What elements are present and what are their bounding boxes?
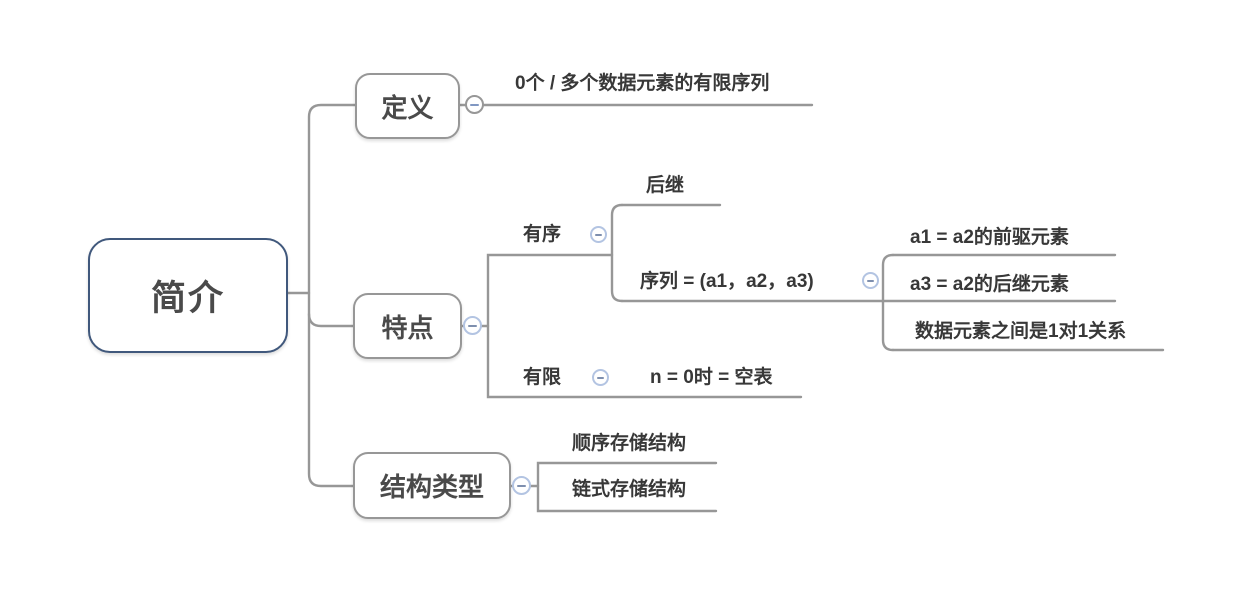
node-finite[interactable]: 有限 [523,367,562,388]
minus-icon [468,324,477,327]
node-definition-child[interactable]: 0个 / 多个数据元素的有限序列 [515,73,770,94]
node-linked-storage[interactable]: 链式存储结构 [572,479,687,500]
node-definition[interactable]: 定义 [355,73,460,139]
node-sequential-storage[interactable]: 顺序存储结构 [572,433,687,454]
spine-ordered [610,203,624,303]
node-features[interactable]: 特点 [353,293,462,359]
node-ordered[interactable]: 有序 [523,224,562,245]
collapse-icon-features[interactable] [463,316,482,335]
link-trunk-features [307,312,355,328]
minus-icon [596,376,605,379]
node-a3-successor[interactable]: a3 = a2的后继元素 [910,274,1069,295]
minus-icon [866,279,875,282]
minus-icon [517,484,526,487]
node-sequence[interactable]: 序列 = (a1，a2，a3) [640,271,814,292]
node-structure-types[interactable]: 结构类型 [353,452,511,519]
node-root-intro[interactable]: 简介 [88,238,288,353]
node-successor[interactable]: 后继 [646,175,685,196]
spine-structure [536,461,718,513]
collapse-icon-sequence[interactable] [862,272,879,289]
collapse-icon-ordered[interactable] [590,226,607,243]
node-one-to-one-relation[interactable]: 数据元素之间是1对1关系 [915,321,1127,342]
spine-features [486,253,803,399]
collapse-icon-finite[interactable] [592,369,609,386]
minus-icon [594,233,603,236]
node-empty-table[interactable]: n = 0时 = 空表 [650,367,773,388]
collapse-icon-definition[interactable] [465,95,484,114]
link-trunk [307,103,357,488]
collapse-icon-structure-types[interactable] [512,476,531,495]
minus-icon [470,103,479,106]
spine-sequence [881,253,895,352]
node-a1-predecessor[interactable]: a1 = a2的前驱元素 [910,227,1069,248]
